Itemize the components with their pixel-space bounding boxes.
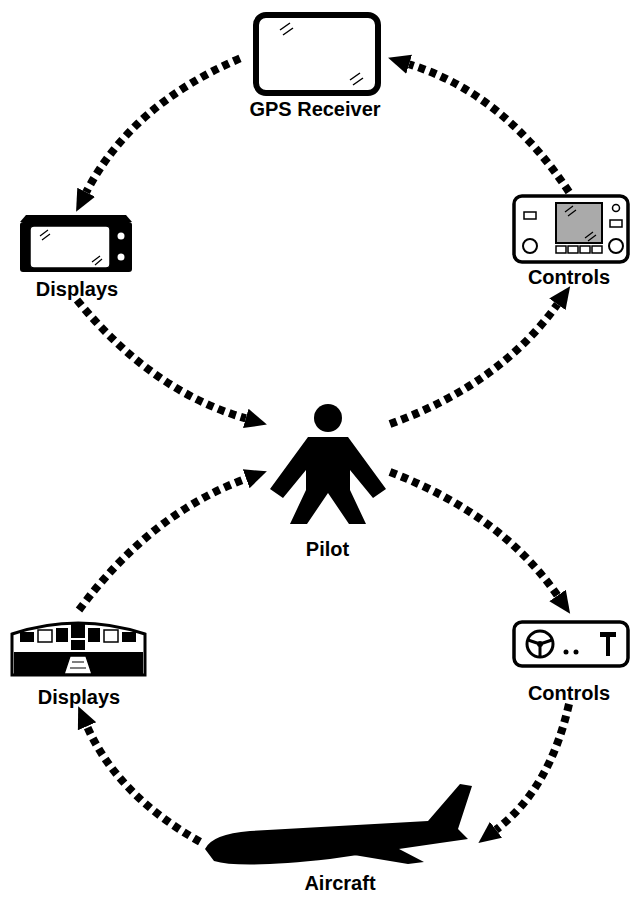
cockpit-icon bbox=[12, 623, 145, 675]
display-icon bbox=[20, 215, 132, 272]
node-label: Displays bbox=[38, 686, 120, 708]
dashed-arrow bbox=[77, 300, 246, 418]
gps-receiver-icon bbox=[256, 15, 378, 93]
node-label: Displays bbox=[36, 278, 118, 300]
diagram-node: Controls bbox=[508, 192, 630, 288]
pilot-figure bbox=[270, 404, 386, 524]
aircraft-silhouette bbox=[205, 784, 472, 865]
dashed-arrow bbox=[390, 304, 557, 424]
diagram-node: GPS Receiver bbox=[240, 8, 390, 120]
node-label: Aircraft bbox=[304, 872, 375, 894]
node-label: Controls bbox=[528, 682, 610, 704]
dashed-arrow bbox=[390, 472, 558, 596]
gps-control-panel-icon bbox=[514, 196, 628, 262]
diagram-node: Pilot bbox=[265, 400, 390, 560]
flight-controls-icon bbox=[514, 622, 628, 666]
dashed-arrow bbox=[79, 479, 246, 610]
dashed-arrow bbox=[409, 64, 569, 192]
diagram-node: Displays bbox=[12, 210, 142, 300]
dashed-arrow bbox=[86, 58, 240, 192]
node-label: Pilot bbox=[306, 538, 349, 560]
diagram-node: Aircraft bbox=[200, 778, 480, 894]
node-label: Controls bbox=[528, 266, 610, 288]
dashed-arrow bbox=[496, 704, 569, 830]
dashed-arrow bbox=[87, 726, 200, 841]
diagram-node: Displays bbox=[8, 610, 150, 708]
node-label: GPS Receiver bbox=[249, 98, 380, 120]
diagram-node: Controls bbox=[508, 612, 630, 704]
